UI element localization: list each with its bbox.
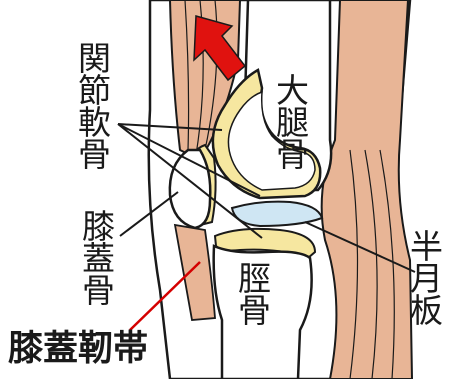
svg-text:骨: 骨 [276,135,309,174]
svg-text:骨: 骨 [82,271,115,310]
label-meniscus: 半 月 板 [410,227,443,330]
svg-text:骨: 骨 [238,291,271,330]
patella [170,150,210,228]
label-patella: 膝 蓋 骨 [82,207,115,310]
label-femur: 大 腿 骨 [276,71,309,174]
svg-text:骨: 骨 [78,135,111,174]
meniscus [232,202,322,226]
svg-text:板: 板 [410,291,443,330]
label-patellar-ligament: 膝蓋靭帯 [8,329,148,369]
label-tibia: 脛 骨 [238,259,271,330]
label-articular-cartilage: 関 節 軟 骨 [78,39,111,174]
